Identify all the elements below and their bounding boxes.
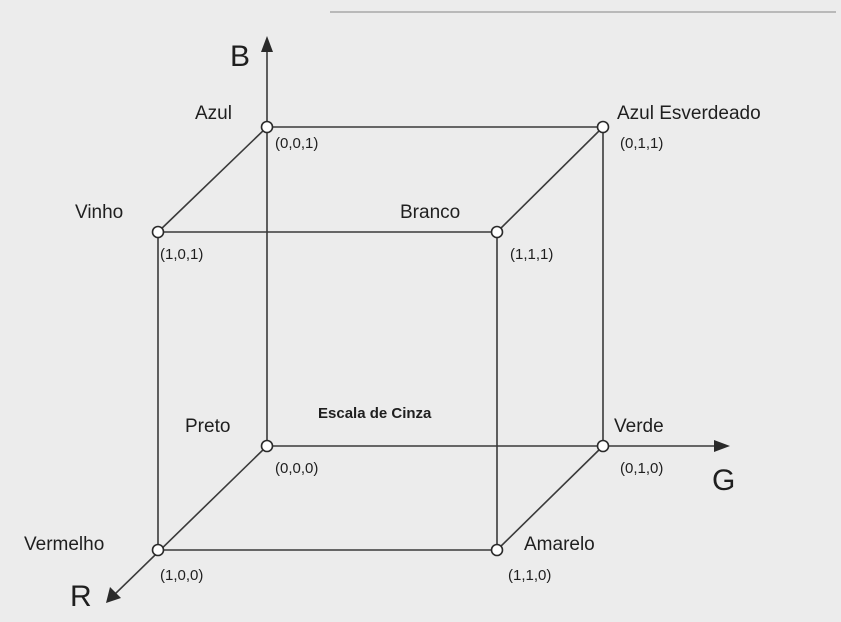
coord-verde: (0,1,0) [620, 460, 663, 477]
node-azul [260, 120, 274, 134]
label-branco: Branco [400, 202, 460, 223]
coord-preto: (0,0,0) [275, 460, 318, 477]
node-vermelho [151, 543, 165, 557]
b-axis-label: B [230, 40, 250, 73]
r-axis-label: R [70, 580, 92, 613]
coord-vermelho: (1,0,0) [160, 567, 203, 584]
coord-azul-esverdeado: (0,1,1) [620, 135, 663, 152]
g-axis-arrowhead [714, 440, 730, 452]
g-axis-label: G [712, 464, 735, 497]
label-vinho: Vinho [75, 202, 123, 223]
node-branco [490, 225, 504, 239]
node-preto [260, 439, 274, 453]
coord-azul: (0,0,1) [275, 135, 318, 152]
grayscale-label: Escala de Cinza [318, 405, 432, 422]
label-azul: Azul [195, 103, 232, 124]
coord-vinho: (1,0,1) [160, 246, 203, 263]
node-azul-esverdeado [596, 120, 610, 134]
b-axis-arrowhead [261, 36, 273, 52]
label-azul-esverdeado: Azul Esverdeado [617, 103, 761, 124]
node-vinho [151, 225, 165, 239]
node-verde [596, 439, 610, 453]
r-axis-line [113, 445, 268, 596]
label-amarelo: Amarelo [524, 534, 595, 555]
edge-verde-amarelo [496, 445, 604, 551]
label-preto: Preto [185, 416, 230, 437]
edge-azul-vinho [157, 126, 268, 233]
label-vermelho: Vermelho [24, 534, 104, 555]
node-amarelo [490, 543, 504, 557]
coord-amarelo: (1,1,0) [508, 567, 551, 584]
edge-azul-esverdeado-branco [496, 126, 604, 233]
label-verde: Verde [614, 416, 664, 437]
coord-branco: (1,1,1) [510, 246, 553, 263]
r-axis-arrowhead [106, 587, 121, 603]
